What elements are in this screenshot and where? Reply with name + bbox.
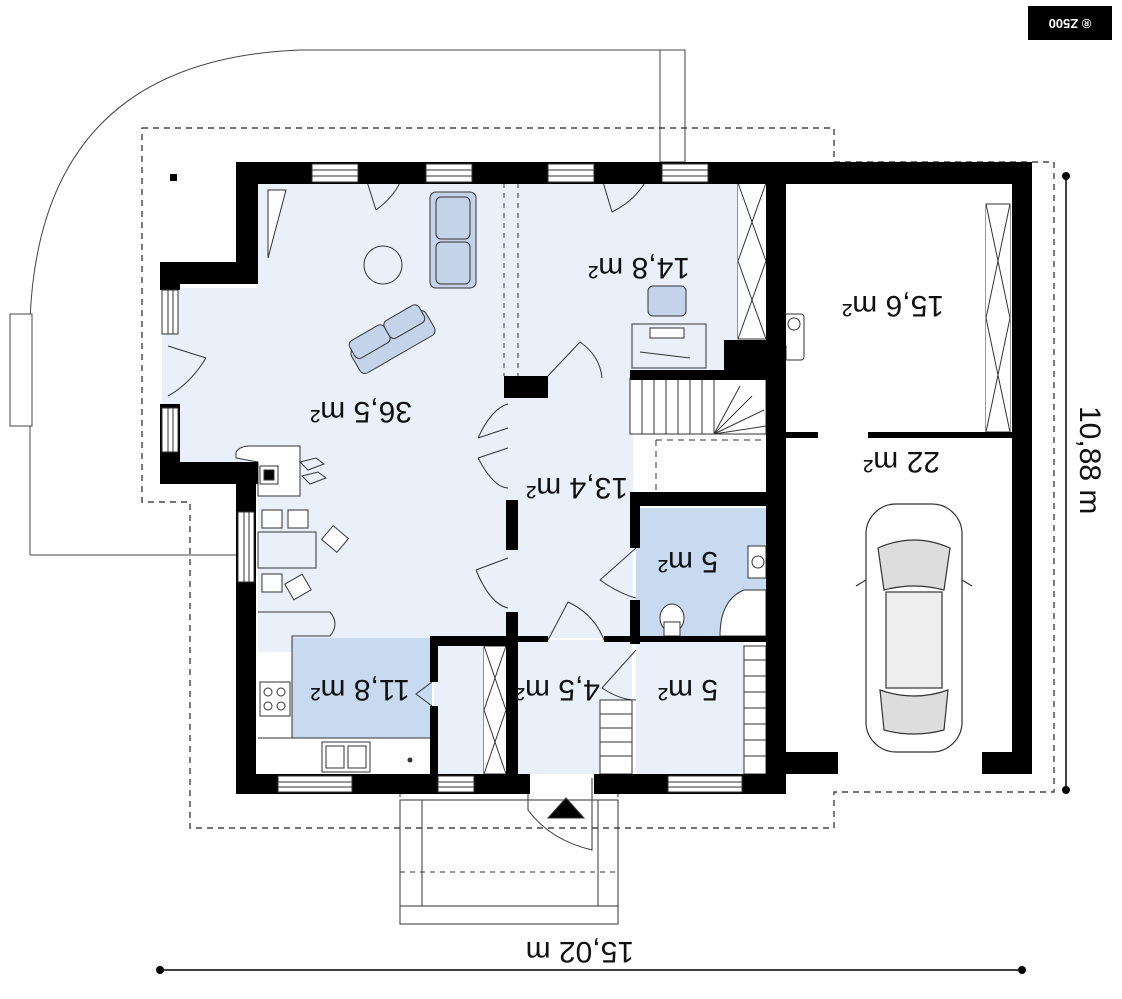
area-label-vestibule: 4,5 m²	[515, 673, 600, 706]
windows	[161, 163, 743, 793]
dimension-endpoints	[156, 172, 1070, 974]
area-label-kitchen: 11,8 m²	[311, 673, 410, 706]
staircase	[629, 377, 767, 490]
entrance-steps	[399, 797, 619, 925]
column-marker	[170, 174, 177, 181]
logo-badge-text: ® Z500	[1048, 16, 1092, 31]
area-label-hall: 13,4 m²	[526, 471, 628, 504]
terrace-step	[9, 313, 33, 427]
study-desk	[631, 285, 707, 369]
area-label-garage: 22 m²	[863, 445, 940, 478]
dimension-lines	[160, 176, 1067, 971]
area-label-bathroom: 5 m²	[658, 545, 718, 578]
area-label-study: 14,8 m²	[588, 251, 690, 284]
terrace-outline	[29, 49, 686, 555]
area-label-garage-storage: 15,6 m²	[842, 289, 944, 322]
kitchen-counters	[258, 611, 432, 773]
logo-badge: ® Z500	[1028, 6, 1112, 40]
area-label-wardrobe: 5 m²	[658, 673, 718, 706]
depth-dimension-label: 10,88 m	[1073, 406, 1106, 514]
roof-overhang-outline	[141, 127, 1055, 829]
dining-table	[257, 509, 350, 601]
fireplace	[235, 445, 328, 497]
car	[855, 503, 973, 753]
area-label-living: 36,5 m²	[310, 395, 412, 428]
living-furniture	[267, 189, 477, 374]
width-dimension-label: 15,02 m	[526, 935, 634, 968]
room-labels: 36,5 m² 14,8 m² 15,6 m² 22 m² 13,4 m² 5 …	[310, 251, 944, 706]
room-fills	[162, 183, 766, 774]
walls	[160, 162, 1032, 794]
